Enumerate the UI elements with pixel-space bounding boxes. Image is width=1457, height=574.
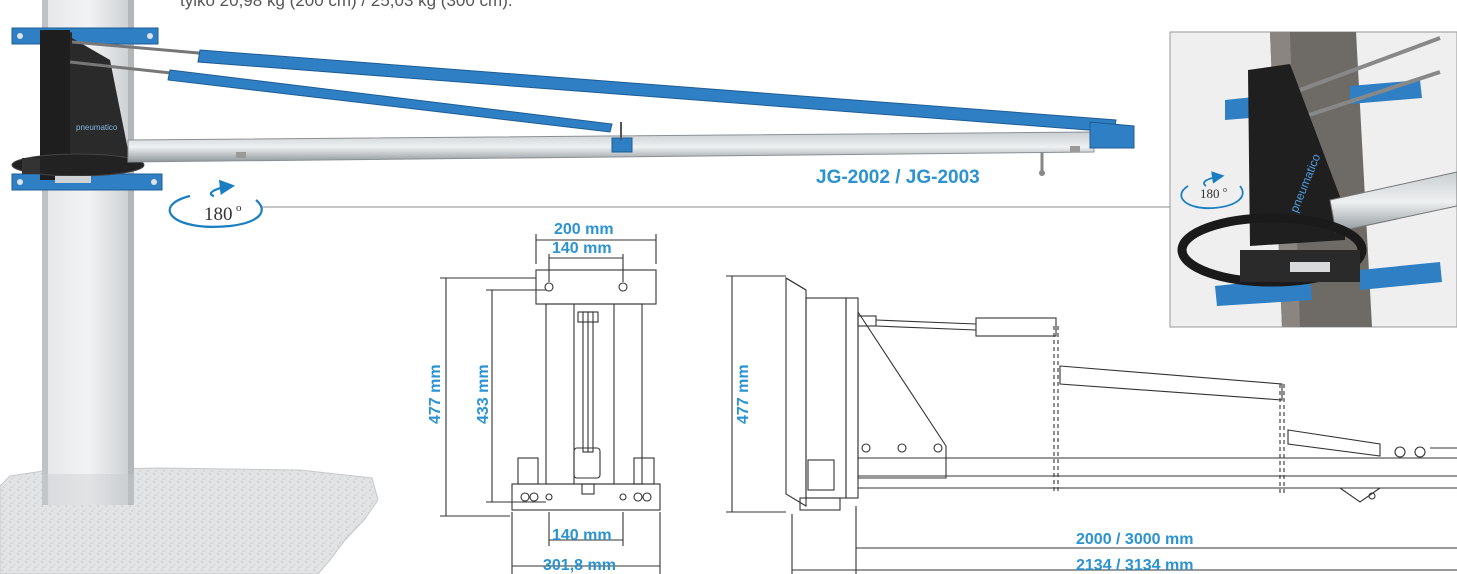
model-label: JG-2002 / JG-2003 — [816, 167, 980, 188]
dim-front-base-outer: 301,8 mm — [543, 557, 616, 574]
rotation-indicator-main: 180 o — [168, 179, 263, 228]
brand-label: pneumatico — [76, 123, 118, 132]
dimension-labels: 200 mm 140 mm 140 mm 301,8 mm 477 mm 433… — [427, 221, 1193, 574]
side-view-drawing — [726, 275, 1457, 574]
dim-front-height-outer: 477 mm — [427, 364, 444, 424]
dim-front-base-inner: 140 mm — [552, 527, 612, 544]
dim-front-top-inner: 140 mm — [552, 240, 612, 257]
inset-detail-photo: pneumatico — [1169, 31, 1457, 328]
dim-front-height-inner: 433 mm — [475, 364, 492, 424]
degree-sign-main: o — [236, 202, 242, 214]
rotation-value-inset: 180 — [1200, 186, 1220, 201]
rotation-indicator-inset: 180 o — [1180, 171, 1244, 210]
caption-text: tylko 20,98 kg (200 cm) / 25,03 kg (300 … — [180, 0, 513, 10]
dim-arm-length: 2000 / 3000 mm — [1076, 531, 1193, 548]
dim-total-length: 2134 / 3134 mm — [1076, 557, 1193, 574]
front-view-drawing — [440, 234, 661, 574]
rotation-value-main: 180 — [204, 204, 233, 225]
dim-front-top-outer: 200 mm — [554, 221, 614, 238]
dim-side-height: 477 mm — [735, 364, 752, 424]
degree-sign-inset: o — [1223, 185, 1227, 194]
crane-assembly: pneumatico — [11, 27, 1135, 191]
